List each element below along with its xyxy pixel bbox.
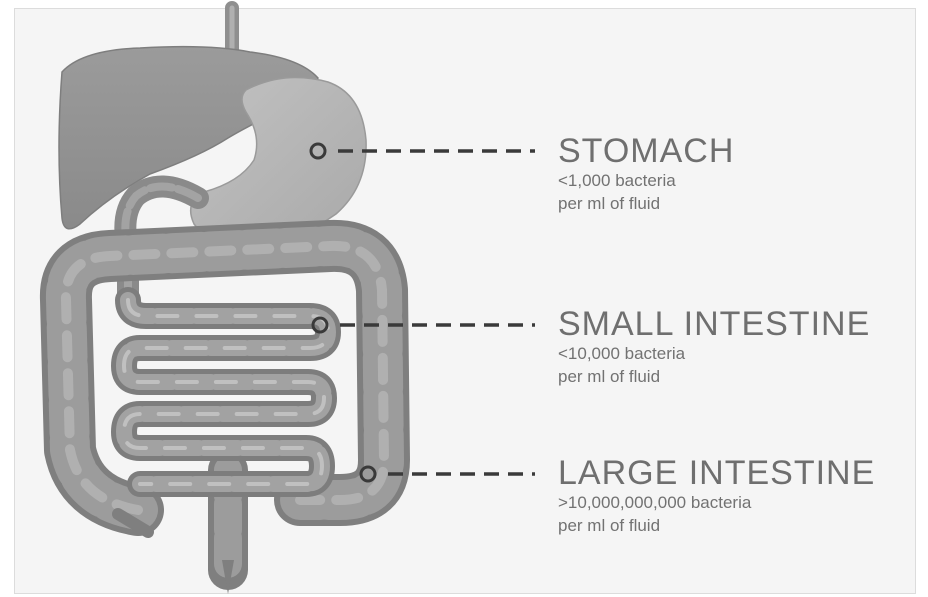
large-intestine-title: LARGE INTESTINE <box>558 455 875 491</box>
small-intestine <box>124 300 328 484</box>
large-intestine-bacteria-count: >10,000,000,000 bacteria <box>558 491 875 514</box>
large-intestine-unit: per ml of fluid <box>558 514 875 537</box>
small-intestine-label: SMALL INTESTINE <10,000 bacteria per ml … <box>558 306 870 388</box>
small-intestine-title: SMALL INTESTINE <box>558 306 870 342</box>
large-intestine-label: LARGE INTESTINE >10,000,000,000 bacteria… <box>558 455 875 537</box>
stomach-bacteria-count: <1,000 bacteria <box>558 169 734 192</box>
stomach-unit: per ml of fluid <box>558 192 734 215</box>
stomach-title: STOMACH <box>558 133 734 169</box>
small-intestine-callout <box>313 318 535 332</box>
small-intestine-bacteria-count: <10,000 bacteria <box>558 342 870 365</box>
small-intestine-unit: per ml of fluid <box>558 365 870 388</box>
stomach-label: STOMACH <1,000 bacteria per ml of fluid <box>558 133 734 215</box>
